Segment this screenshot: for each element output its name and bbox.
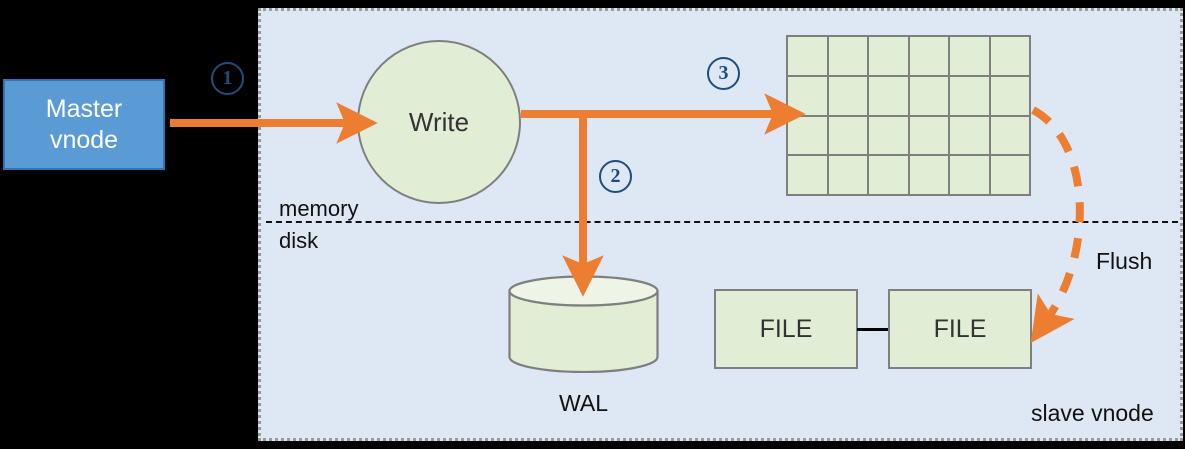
memtable-cell [950,116,989,155]
memtable-cell [909,156,948,194]
memtable-cell [909,116,948,155]
memtable-cell [990,156,1029,194]
wal-label: WAL [559,390,608,416]
write-node[interactable]: Write [357,40,521,204]
memtable-cell [788,37,827,75]
wal-cylinder[interactable] [508,275,659,374]
file-box-2-label: FILE [933,314,987,343]
write-node-label: Write [408,106,470,137]
memtable-cell [990,116,1029,155]
memory-label: memory [279,196,359,221]
master-vnode-label-line1: Master [45,95,123,123]
memtable-cell [828,76,867,115]
file-box-1-label: FILE [759,314,813,343]
flush-label: Flush [1096,248,1153,274]
memtable-cell [990,76,1029,115]
file-link-connector [857,328,889,331]
memtable-cell [828,116,867,155]
memtable-cell [909,76,948,115]
memtable-cell [950,76,989,115]
step-badge-3: 3 [707,57,740,90]
memtable-cell [788,156,827,194]
memtable-cell [869,76,908,115]
slave-vnode-label: slave vnode [1031,400,1154,426]
memtable-cell [828,156,867,194]
memtable-cell [990,37,1029,75]
wal-cylinder-icon [508,275,659,374]
memtable-cell [869,116,908,155]
master-vnode-label-line2: vnode [49,125,119,154]
memtable-cell [950,37,989,75]
memtable-cell [788,76,827,115]
step-badge-2: 2 [599,160,632,193]
memtable-cell [869,37,908,75]
memtable-cell [950,156,989,194]
memtable-cell [828,37,867,75]
memtable-cell [788,116,827,155]
master-vnode-box[interactable]: Master vnode [3,79,165,170]
disk-label: disk [279,228,319,253]
memtable-grid [786,35,1031,196]
memory-disk-divider [266,221,1178,223]
memtable-cell [909,37,948,75]
memtable-cell [869,156,908,194]
file-box-1[interactable]: FILE [714,289,858,369]
step-badge-1: 1 [211,62,244,95]
file-box-2[interactable]: FILE [888,289,1032,369]
